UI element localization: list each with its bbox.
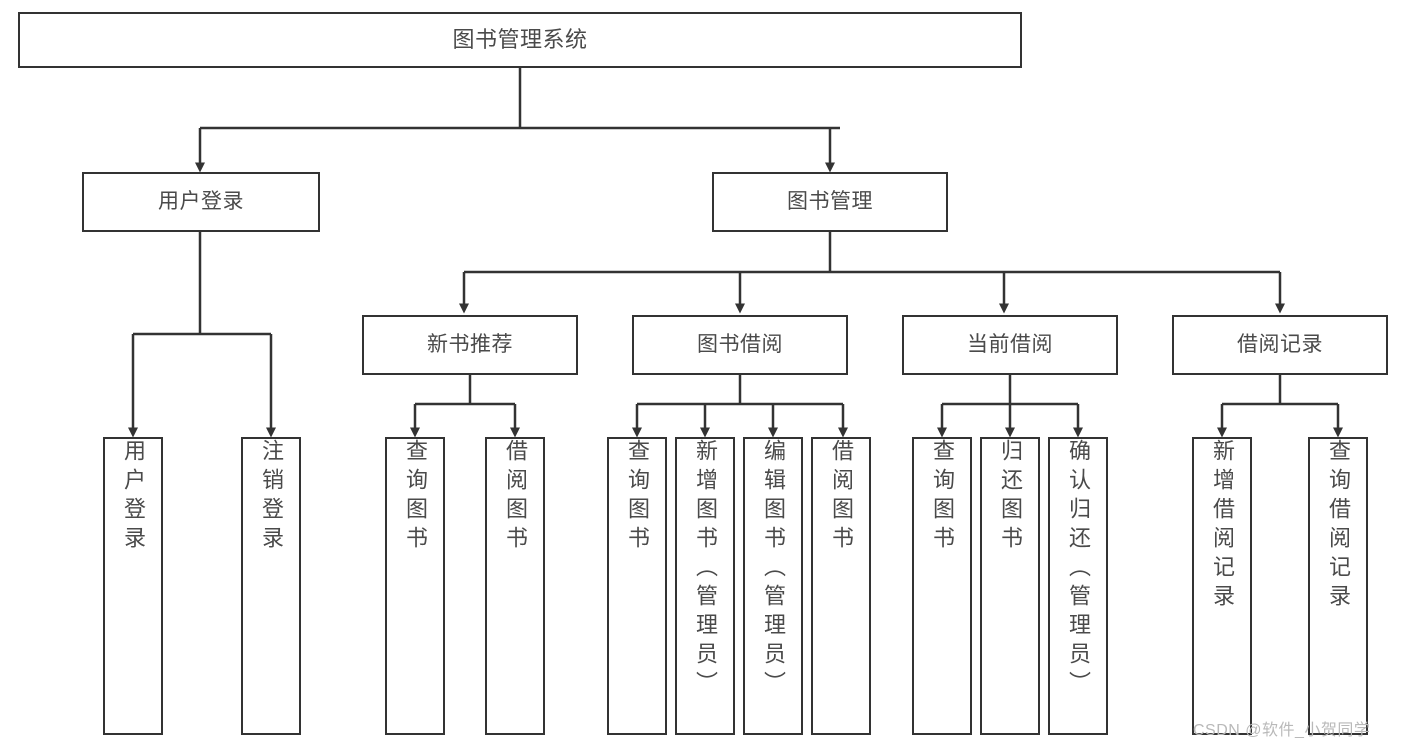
csdn-watermark: CSDN @软件_小贺同学: [1193, 722, 1371, 739]
node-label: 新增借阅记录: [1210, 439, 1235, 613]
leaf-return-book[interactable]: 归还图书: [980, 437, 1040, 735]
leaf-query-book-nb[interactable]: 查询图书: [385, 437, 445, 735]
node-label: 查询图书: [625, 439, 650, 555]
leaf-logout[interactable]: 注销登录: [241, 437, 301, 735]
node-label: 当前借阅: [967, 332, 1053, 356]
leaf-user-login[interactable]: 用户登录: [103, 437, 163, 735]
leaf-edit-book-admin[interactable]: 编辑图书（管理员）: [743, 437, 803, 735]
leaf-confirm-return-admin[interactable]: 确认归还（管理员）: [1048, 437, 1108, 735]
node-label: 新书推荐: [427, 332, 513, 356]
node-label: 新增图书（管理员）: [693, 439, 718, 700]
node-label: 归还图书: [998, 439, 1023, 555]
node-label: 用户登录: [158, 189, 244, 213]
leaf-query-book-bb[interactable]: 查询图书: [607, 437, 667, 735]
node-label: 查询借阅记录: [1326, 439, 1351, 613]
leaf-borrow-book-nb[interactable]: 借阅图书: [485, 437, 545, 735]
node-label: 图书管理: [787, 189, 873, 213]
leaf-borrow-book-bb[interactable]: 借阅图书: [811, 437, 871, 735]
node-label: 借阅图书: [503, 439, 528, 555]
node-label: 用户登录: [121, 439, 146, 555]
node-user-login[interactable]: 用户登录: [82, 172, 320, 232]
node-borrow-records[interactable]: 借阅记录: [1172, 315, 1388, 375]
leaf-add-borrow-record[interactable]: 新增借阅记录: [1192, 437, 1252, 735]
node-label: 查询图书: [403, 439, 428, 555]
node-book-borrow[interactable]: 图书借阅: [632, 315, 848, 375]
node-label: 借阅记录: [1237, 332, 1323, 356]
node-new-book-recommend[interactable]: 新书推荐: [362, 315, 578, 375]
node-current-borrow[interactable]: 当前借阅: [902, 315, 1118, 375]
leaf-query-borrow-record[interactable]: 查询借阅记录: [1308, 437, 1368, 735]
leaf-query-book-cb[interactable]: 查询图书: [912, 437, 972, 735]
node-label: 确认归还（管理员）: [1066, 439, 1091, 700]
node-label: 图书借阅: [697, 332, 783, 356]
leaf-add-book-admin[interactable]: 新增图书（管理员）: [675, 437, 735, 735]
node-label: 图书管理系统: [452, 27, 588, 53]
node-label: 借阅图书: [829, 439, 854, 555]
node-label: 查询图书: [930, 439, 955, 555]
node-book-management[interactable]: 图书管理: [712, 172, 948, 232]
node-label: 注销登录: [259, 439, 284, 555]
node-label: 编辑图书（管理员）: [761, 439, 786, 700]
node-root-book-management-system[interactable]: 图书管理系统: [18, 12, 1022, 68]
